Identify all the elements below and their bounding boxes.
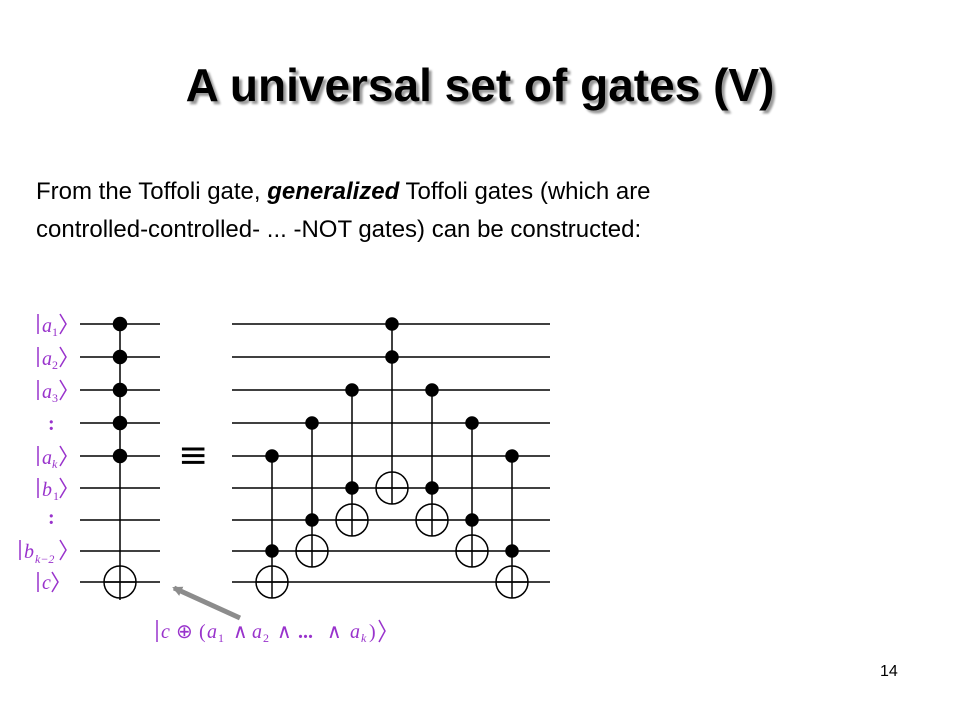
slide-title: A universal set of gates (V) bbox=[185, 59, 775, 111]
svg-text:1: 1 bbox=[53, 489, 59, 503]
svg-text:∧: ∧ bbox=[327, 621, 342, 643]
svg-text:⊕: ⊕ bbox=[176, 621, 193, 643]
svg-text:a: a bbox=[252, 621, 262, 643]
label-b1: b 1 bbox=[37, 477, 67, 503]
output-arrow bbox=[172, 585, 242, 621]
svg-text:2: 2 bbox=[52, 358, 58, 372]
svg-text:(: ( bbox=[199, 621, 206, 643]
svg-text:1: 1 bbox=[218, 631, 224, 645]
label-a3: a 3 bbox=[37, 379, 67, 405]
svg-text:a: a bbox=[207, 621, 217, 643]
svg-text:1: 1 bbox=[52, 325, 58, 339]
svg-text:a: a bbox=[42, 348, 52, 370]
svg-text:c: c bbox=[161, 621, 170, 643]
generalized-toffoli-gate bbox=[80, 316, 160, 600]
body-text-part-2: Toffoli gates (which are bbox=[399, 178, 651, 205]
svg-text:b: b bbox=[42, 479, 52, 501]
label-colon-2: : bbox=[48, 507, 55, 529]
svg-text:∧: ∧ bbox=[233, 621, 248, 643]
wire-labels: a 1 a 2 a 3 : a k b 1 bbox=[19, 313, 67, 594]
body-text-line-1: From the Toffoli gate, generalized Toffo… bbox=[36, 178, 936, 206]
svg-text:3: 3 bbox=[52, 391, 58, 405]
svg-text:a: a bbox=[42, 315, 52, 337]
svg-text:a: a bbox=[42, 381, 52, 403]
svg-text:a: a bbox=[42, 447, 52, 469]
label-bk2: b k−2 bbox=[19, 539, 67, 566]
equivalence-sign: ≡ bbox=[178, 435, 208, 476]
body-text-part-1: From the Toffoli gate, bbox=[36, 178, 268, 205]
svg-text:...: ... bbox=[298, 621, 313, 643]
label-a2: a 2 bbox=[37, 346, 67, 372]
body-text-line-2: controlled-controlled- ... -NOT gates) c… bbox=[36, 216, 642, 243]
label-ak: a k bbox=[37, 445, 67, 471]
svg-text:∧: ∧ bbox=[277, 621, 292, 643]
label-colon-1: : bbox=[48, 413, 55, 435]
svg-text:c: c bbox=[42, 572, 51, 594]
svg-text:a: a bbox=[350, 621, 360, 643]
svg-text:k: k bbox=[361, 631, 367, 645]
svg-text:): ) bbox=[369, 621, 376, 643]
label-c: c bbox=[37, 571, 59, 594]
svg-text:b: b bbox=[24, 541, 34, 563]
body-text-emphasis: generalized bbox=[267, 178, 400, 205]
svg-text:k−2: k−2 bbox=[35, 552, 54, 566]
output-label: c ⊕ ( a 1 ∧ a 2 ∧ ... ∧ a k ) bbox=[156, 619, 386, 645]
svg-text:k: k bbox=[52, 457, 58, 471]
toffoli-decomposition bbox=[232, 317, 550, 599]
page-number: 14 bbox=[880, 663, 898, 680]
label-a1: a 1 bbox=[37, 313, 67, 339]
svg-text:2: 2 bbox=[263, 631, 269, 645]
